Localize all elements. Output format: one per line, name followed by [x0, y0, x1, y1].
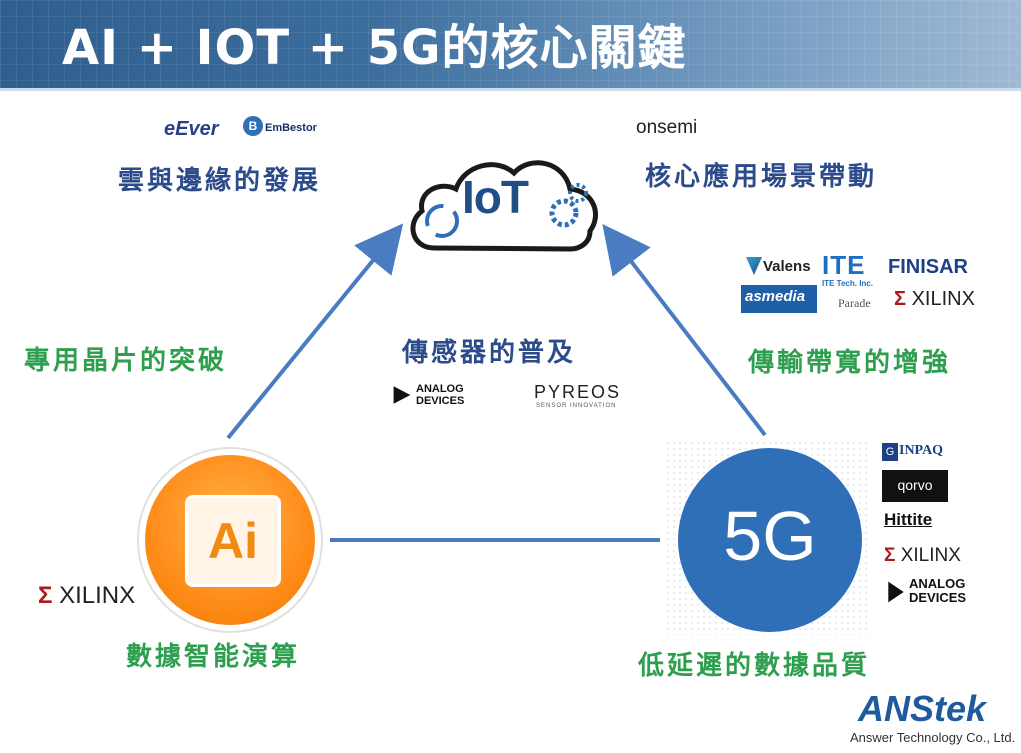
company-logo: ANStek — [858, 688, 987, 729]
iot-label: IoT — [462, 171, 529, 223]
label-bandwidth: 傳輸帶寬的增強 — [748, 348, 952, 378]
valens-logo: Valens — [763, 258, 811, 275]
ite-logo: ITE — [822, 250, 866, 280]
header-divider — [0, 88, 1021, 91]
fiveg-caption: 低延遲的數據品質 — [638, 651, 871, 681]
xilinx-mark-icon: Σ — [38, 582, 53, 609]
company-fullname: Answer Technology Co., Ltd. — [850, 730, 1016, 745]
onsemi-logo: onsemi — [636, 117, 698, 138]
pyreos-logo: PYREOS — [534, 382, 622, 402]
eever-logo: eEver — [164, 118, 219, 140]
label-chips: 專用晶片的突破 — [24, 346, 228, 376]
embestor-logo-icon: B — [243, 116, 263, 136]
finisar-logo: FINISAR — [888, 256, 968, 278]
label-core-apps: 核心應用場景帶動 — [645, 162, 878, 192]
iot-cloud-icon — [410, 160, 598, 252]
embestor-logo: EmBestor — [265, 122, 317, 134]
xilinx-logo-right: Σ XILINX — [894, 288, 975, 311]
ai-node-icon: Ai — [145, 455, 315, 625]
analog-text-2: DEVICES — [416, 395, 465, 407]
inpaq-logo-icon: G — [882, 443, 898, 461]
label-sensors: 傳感器的普及 — [402, 338, 577, 368]
ai-label: Ai — [208, 513, 258, 569]
arrow-5g-to-iot — [602, 223, 767, 437]
hittite-logo: Hittite — [884, 510, 933, 529]
inpaq-logo: INPAQ — [899, 443, 944, 458]
qorvo-logo: qorvo — [882, 470, 948, 502]
analog-text-2: DEVICES — [909, 590, 967, 605]
asmedia-logo: asmedia — [741, 285, 817, 313]
label-cloud-edge: 雲與邊緣的發展 — [118, 166, 322, 196]
fiveg-label: 5G — [723, 497, 817, 575]
ai-inner-square: Ai — [185, 495, 281, 587]
analog-devices-logo-right: ANALOG DEVICES — [909, 577, 966, 605]
analog-text-1: ANALOG — [416, 383, 464, 395]
header-banner: AI + IOT + 5G的核心關鍵 — [0, 0, 1021, 88]
xilinx-mark-icon: Σ — [894, 288, 907, 310]
ite-sub-logo: ITE Tech. Inc. — [822, 279, 873, 288]
analog-text-1: ANALOG — [909, 576, 966, 591]
fiveg-node-icon: 5G — [678, 448, 862, 632]
xilinx-text: XILINX — [911, 288, 975, 310]
header-grid-pattern — [0, 0, 1021, 88]
pyreos-sub-logo: SENSOR INNOVATION — [536, 403, 617, 409]
ai-caption: 數據智能演算 — [126, 642, 301, 672]
analog-devices-logo-center: ANALOG DEVICES — [416, 383, 464, 407]
xilinx-logo-left: Σ XILINX — [38, 582, 135, 610]
page-title: AI + IOT + 5G的核心關鍵 — [62, 20, 687, 76]
xilinx-text: XILINX — [59, 582, 136, 609]
parade-logo: Parade — [838, 296, 871, 310]
xilinx-text: XILINX — [900, 545, 961, 566]
arrow-ai-to-iot — [226, 223, 404, 440]
xilinx-logo-5g: Σ XILINX — [884, 545, 961, 567]
xilinx-mark-icon: Σ — [884, 545, 896, 566]
